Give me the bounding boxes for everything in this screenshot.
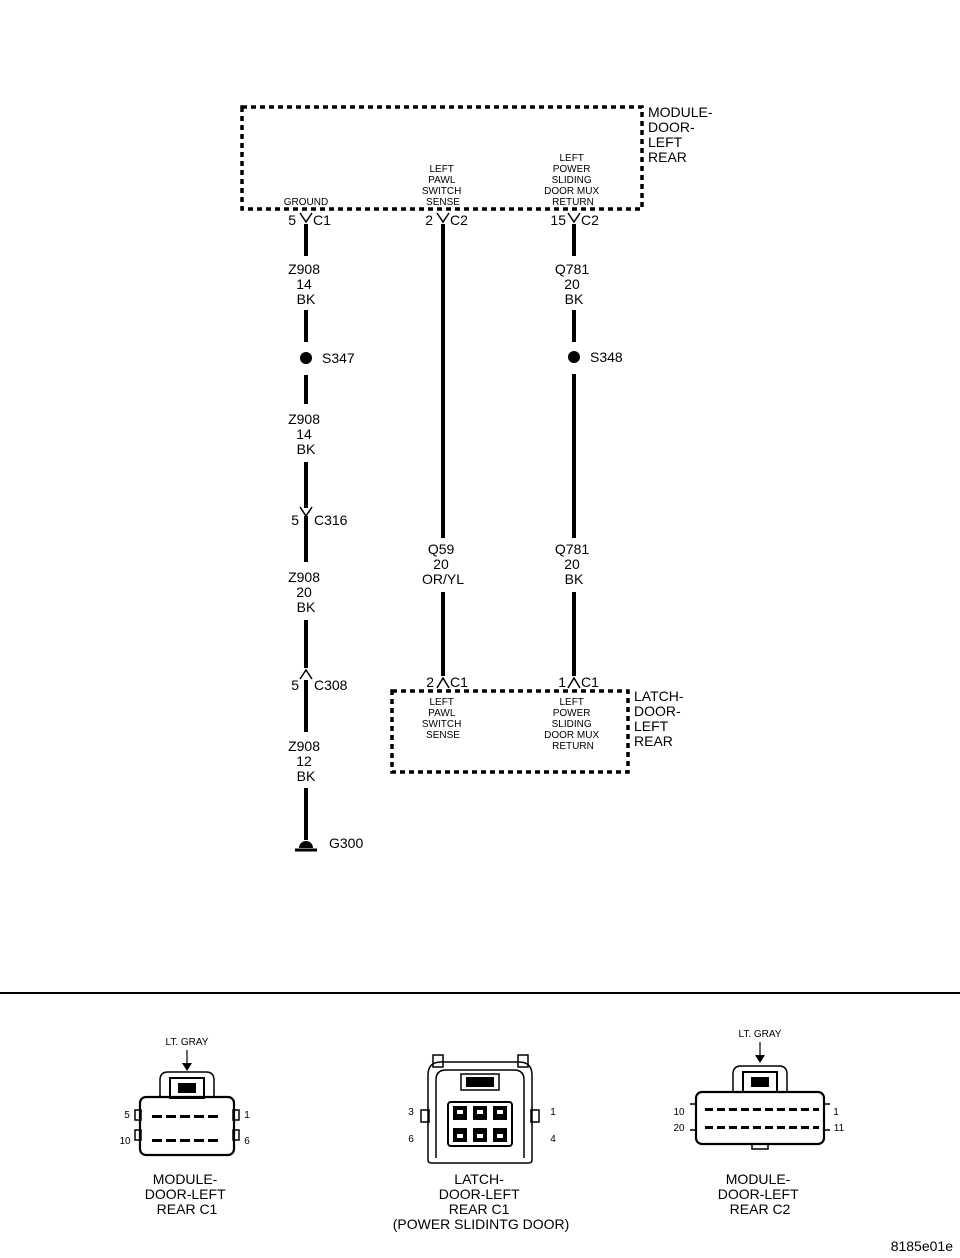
connector-color-label: LT. GRAY [166, 1037, 209, 1048]
module-door-name: MODULE- DOOR- LEFT REAR [648, 104, 716, 165]
wire-z908-d: Z908 12 BK [288, 738, 324, 784]
svg-text:5: 5 [291, 512, 299, 528]
ground-circuit: Z908 14 BK S347 Z908 14 BK 5 C316 Z908 2… [288, 224, 363, 852]
ground-symbol-icon [299, 841, 313, 848]
svg-text:5: 5 [288, 212, 296, 228]
svg-text:C1: C1 [450, 674, 468, 690]
arrow-down-icon [755, 1055, 765, 1063]
splice-s348-dot [568, 351, 580, 363]
latch-door-box [390, 689, 630, 774]
svg-text:15: 15 [550, 212, 566, 228]
ground-g300: G300 [295, 835, 363, 852]
pin-cavities [705, 1108, 819, 1129]
pawl-bot-pin-label: LEFT PAWL SWITCH SENSE [422, 697, 464, 741]
pin-chevron-icon [299, 212, 313, 224]
svg-text:1: 1 [550, 1107, 556, 1118]
wire-z908-c: Z908 20 BK [288, 569, 324, 615]
pin-cavities [152, 1115, 218, 1142]
svg-text:2: 2 [426, 674, 434, 690]
splice-s347-label: S347 [322, 350, 355, 366]
svg-text:C2: C2 [450, 212, 468, 228]
module-door-left-rear: MODULE- DOOR- LEFT REAR GROUND LEFT PAWL… [240, 104, 716, 211]
svg-text:6: 6 [408, 1134, 414, 1145]
connector-body [694, 1090, 826, 1146]
pawl-sense-circuit: Q59 20 OR/YL [422, 224, 464, 676]
arrow-down-icon [182, 1063, 192, 1071]
svg-text:4: 4 [550, 1134, 556, 1145]
wire-z908-b: Z908 14 BK [288, 411, 324, 457]
svg-text:1: 1 [244, 1110, 250, 1121]
wire-q781-b: Q781 20 BK [555, 541, 593, 587]
ground-label: G300 [329, 835, 363, 851]
mux-top-pin-label: LEFT POWER SLIDING DOOR MUX RETURN [544, 153, 602, 208]
pin-chevron-icon [567, 212, 581, 224]
figure-id: 8185e01e [891, 1238, 954, 1254]
svg-text:5: 5 [291, 677, 299, 693]
connector-chevron-icon [299, 668, 313, 680]
svg-text:6: 6 [244, 1136, 250, 1147]
latch-tab-fill [751, 1077, 769, 1087]
connector-module-c1: LT. GRAY 5 1 10 6 MODULE- DOOR-LEFT REAR… [119, 1037, 250, 1217]
ground-pin-label: GROUND [284, 197, 328, 208]
wire-q781-a: Q781 20 BK [555, 261, 593, 307]
mux-bot-pin-label: LEFT POWER SLIDING DOOR MUX RETURN [544, 697, 602, 752]
pin-chevron-icon [436, 676, 450, 689]
ground-pin-c1: 5 C1 [288, 212, 331, 228]
inline-connector-c316: 5 C316 [291, 506, 348, 528]
latch-door-name: LATCH- DOOR- LEFT REAR [634, 688, 687, 749]
connector-body [427, 1061, 533, 1164]
wire-q59: Q59 20 OR/YL [422, 541, 464, 587]
svg-text:C2: C2 [581, 212, 599, 228]
connector-module-c2: LT. GRAY 10 1 20 11 MODULE- DOOR-LEFT [673, 1029, 844, 1217]
svg-text:C308: C308 [314, 677, 348, 693]
svg-text:2: 2 [425, 212, 433, 228]
latch-tab [466, 1077, 494, 1087]
inline-connector-c308: 5 C308 [291, 668, 348, 693]
pawl-top-pin-c2: 2 C2 [425, 212, 468, 228]
svg-text:1: 1 [833, 1107, 839, 1118]
svg-text:5: 5 [124, 1110, 130, 1121]
svg-text:10: 10 [119, 1136, 131, 1147]
mux-return-circuit: Q781 20 BK S348 Q781 20 BK [555, 224, 623, 676]
mux-top-pin-c2: 15 C2 [550, 212, 599, 228]
connector-caption: MODULE- DOOR-LEFT REAR C1 [145, 1171, 230, 1217]
connector-caption: MODULE- DOOR-LEFT REAR C2 [718, 1171, 803, 1217]
svg-text:20: 20 [673, 1123, 685, 1134]
pawl-bot-pin-c1: 2 C1 [426, 674, 468, 690]
splice-s348-label: S348 [590, 349, 623, 365]
wire-z908-a: Z908 14 BK [288, 261, 324, 307]
svg-text:10: 10 [673, 1107, 685, 1118]
pin-housing [447, 1101, 513, 1147]
module-door-box [240, 105, 644, 211]
svg-text:C316: C316 [314, 512, 348, 528]
svg-text:C1: C1 [313, 212, 331, 228]
latch-door-left-rear: 2 C1 1 C1 LEFT PAWL SWITCH SENSE LEFT PO… [390, 674, 687, 774]
pawl-top-pin-label: LEFT PAWL SWITCH SENSE [422, 164, 464, 208]
connector-latch-c1: 3 1 6 4 LATCH- DOOR-LEFT REAR C1 (POWER … [393, 1054, 570, 1232]
connector-chevron-icon [299, 506, 313, 518]
connector-body [138, 1095, 236, 1157]
svg-text:C1: C1 [581, 674, 599, 690]
svg-text:11: 11 [834, 1123, 845, 1134]
connector-caption: LATCH- DOOR-LEFT REAR C1 (POWER SLIDINTG… [393, 1171, 570, 1232]
svg-text:1: 1 [558, 674, 566, 690]
mux-bot-pin-c1: 1 C1 [558, 674, 599, 690]
pin-chevron-icon [567, 676, 581, 689]
splice-s347-dot [300, 352, 312, 364]
pin-chevron-icon [436, 212, 450, 224]
svg-text:3: 3 [408, 1107, 414, 1118]
latch-tab-fill [178, 1083, 196, 1093]
connector-color-label: LT. GRAY [739, 1029, 782, 1040]
